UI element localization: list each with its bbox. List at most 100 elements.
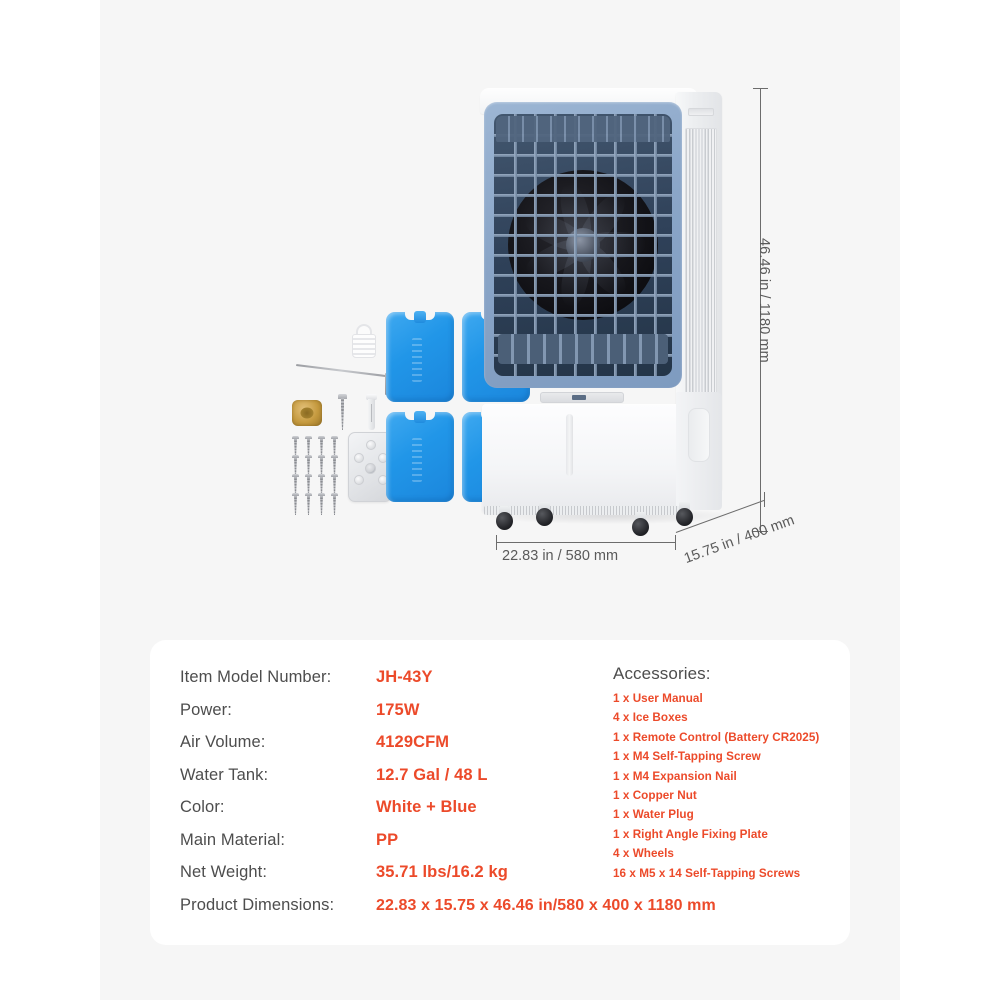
spec-row: Color: White + Blue bbox=[180, 798, 600, 831]
grille-bar-horizontal bbox=[494, 234, 672, 237]
grille-bar-horizontal bbox=[494, 154, 672, 157]
mini-screw-icon bbox=[331, 436, 338, 458]
accessory-item: 1 x Right Angle Fixing Plate bbox=[613, 827, 768, 841]
spec-value: JH-43Y bbox=[376, 668, 433, 686]
cooler-top-louvers bbox=[496, 116, 670, 142]
dimension-height-cap-bottom bbox=[753, 531, 768, 533]
accessory-item: 1 x M4 Expansion Nail bbox=[613, 769, 737, 783]
accessory-item: 1 x Remote Control (Battery CR2025) bbox=[613, 730, 820, 744]
self-tapping-screw-icon bbox=[338, 394, 347, 430]
remote-button-center bbox=[365, 463, 376, 474]
expansion-nail-slit bbox=[370, 404, 372, 422]
spec-row: Product Dimensions: 22.83 x 15.75 x 46.46… bbox=[180, 895, 716, 929]
remote-button-speed bbox=[354, 453, 364, 463]
ice-box-icon bbox=[386, 411, 454, 502]
spec-value: 12.7 Gal / 48 L bbox=[376, 765, 488, 784]
spec-label: Color: bbox=[180, 798, 225, 816]
copper-nut-hole bbox=[300, 407, 314, 419]
accessory-item: 4 x Wheels bbox=[613, 847, 674, 861]
grille-bar-vertical bbox=[614, 114, 617, 376]
grille-bar-horizontal bbox=[494, 254, 672, 257]
cooler-water-tank bbox=[482, 404, 684, 512]
grille-bar-vertical bbox=[514, 114, 517, 376]
mini-screw-icon bbox=[292, 474, 299, 496]
cooler-fan-grille bbox=[494, 114, 672, 376]
spec-row: Water Tank:12.7 Gal / 48 L bbox=[180, 766, 600, 799]
mini-screw-icon bbox=[292, 493, 299, 515]
cooler-display-led bbox=[572, 395, 586, 400]
grille-bar-vertical bbox=[534, 114, 537, 376]
ice-box-emboss bbox=[412, 438, 422, 482]
grille-bar-vertical bbox=[654, 114, 657, 376]
dimension-width-label: 22.83 in / 580 mm bbox=[502, 548, 619, 564]
allen-key-long-arm bbox=[295, 364, 388, 378]
spec-label: Power: bbox=[180, 700, 232, 719]
spec-value: 175W bbox=[376, 700, 420, 719]
grille-bar-vertical bbox=[634, 114, 637, 376]
caster-wheel bbox=[676, 502, 693, 526]
expansion-nail-icon bbox=[366, 394, 377, 430]
grille-bar-horizontal bbox=[494, 214, 672, 217]
screw-shaft bbox=[340, 398, 345, 430]
spec-row: Air Volume: 4129CFM bbox=[180, 733, 600, 766]
dimension-width-line bbox=[496, 542, 676, 544]
cooler-tank-base-trim bbox=[484, 506, 682, 515]
dimension-width-cap-mid bbox=[675, 535, 677, 550]
accessory-item: 1 x M4 Self-Tapping Screw bbox=[613, 750, 761, 764]
copper-nut-icon bbox=[292, 400, 322, 426]
grille-bar-horizontal bbox=[494, 274, 672, 277]
water-plug-icon bbox=[352, 324, 376, 358]
spec-value: PP bbox=[376, 830, 399, 849]
cooler-bottom-vent bbox=[498, 334, 668, 364]
cooler-side-slot bbox=[688, 108, 714, 116]
caster-wheel bbox=[632, 512, 649, 536]
accessory-item: 1 x Copper Nut bbox=[613, 789, 697, 803]
mini-screw-icon bbox=[331, 474, 338, 496]
spec-label: Product Dimensions: bbox=[180, 895, 335, 914]
caster-wheel bbox=[496, 506, 513, 530]
cooler-side-vent-louvers bbox=[685, 128, 717, 440]
mini-screw-icon bbox=[318, 455, 325, 477]
spec-label: Air Volume: bbox=[180, 733, 266, 751]
mini-screw-icon bbox=[305, 455, 312, 477]
grille-bar-horizontal bbox=[494, 174, 672, 177]
grille-bar-horizontal bbox=[494, 314, 672, 317]
accessory-item: 4 x Ice Boxes bbox=[613, 711, 688, 725]
ice-box-cap bbox=[414, 311, 426, 323]
spec-value: White + Blue bbox=[376, 798, 477, 816]
spec-row: Main Material: PP bbox=[180, 831, 600, 864]
spec-row: Net Weight:35.71 lbs/16.2 kg bbox=[180, 863, 600, 896]
spec-label: Main Material: bbox=[180, 830, 286, 849]
dimension-depth-cap-right bbox=[764, 492, 766, 507]
dimension-width-depth: 22.83 in / 580 mm 15.75 in / 400 mm bbox=[496, 492, 797, 590]
spec-row: Power: 175W bbox=[180, 701, 600, 734]
allen-key-icon bbox=[295, 364, 388, 395]
spec-row: Item Model Number:JH-43Y bbox=[180, 668, 600, 701]
mini-screw-icon bbox=[305, 493, 312, 515]
mini-screw-icon bbox=[305, 474, 312, 496]
cooler-tank-handle-seam bbox=[566, 414, 573, 476]
dimension-width-cap-left bbox=[496, 535, 498, 550]
air-cooler-unit bbox=[480, 88, 722, 536]
dimension-height: 46.46 in / 1180 mm bbox=[750, 88, 820, 533]
screw-head bbox=[338, 394, 347, 399]
remote-button-timer bbox=[354, 475, 364, 485]
mini-screw-icon bbox=[318, 493, 325, 515]
mini-screw-icon bbox=[318, 436, 325, 458]
spec-value: 22.83 x 15.75 x 46.46 in/580 x 400 x 118… bbox=[376, 896, 716, 914]
spec-value: 4129CFM bbox=[376, 733, 450, 751]
water-plug-body bbox=[352, 334, 376, 358]
accessory-item: 1 x Water Plug bbox=[613, 808, 694, 822]
product-photo-area: 46.46 in / 1180 mm 22.83 in / 580 mm 15.… bbox=[100, 0, 900, 620]
mini-screw-icon bbox=[305, 436, 312, 458]
cooler-tank-side-handle bbox=[688, 408, 710, 462]
grille-bar-vertical bbox=[594, 114, 597, 376]
ice-box-cap bbox=[414, 411, 426, 423]
dimension-height-cap-top bbox=[753, 88, 768, 90]
grille-bar-horizontal bbox=[494, 194, 672, 197]
ice-box-icon bbox=[386, 311, 454, 402]
